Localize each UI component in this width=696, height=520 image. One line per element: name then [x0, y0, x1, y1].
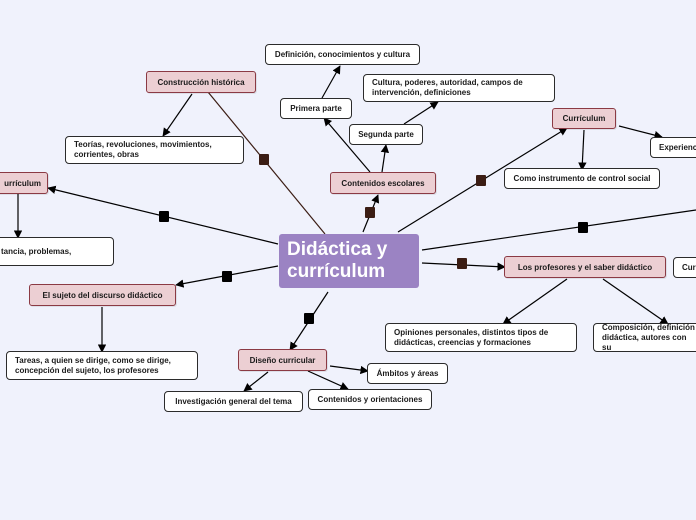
line-diseno-ambitos: [329, 365, 369, 375]
leaf-label: Opiniones personales, distintos tipos de…: [394, 327, 549, 347]
root-node[interactable]: Didáctica y currículum: [279, 234, 419, 288]
line-contenidos-primera: [323, 117, 371, 173]
leaf-primera-parte[interactable]: Primera parte: [280, 98, 352, 119]
line-root-far-right: [421, 209, 696, 251]
leaf-label: tancia, problemas,: [1, 247, 72, 256]
handle-contenidos: [365, 207, 375, 218]
leaf-label: Contenidos y orientaciones: [317, 395, 423, 404]
handle-curriculum-left: [159, 211, 169, 222]
leaf-label: Teorías, revoluciones, movimientos, corr…: [74, 140, 212, 159]
topic-sujeto-discurso[interactable]: El sujeto del discurso didáctico: [29, 284, 176, 306]
leaf-label: Como instrumento de control social: [513, 174, 651, 183]
leaf-definicion[interactable]: Definición, conocimientos y cultura: [265, 44, 420, 65]
leaf-label: Investigación general del tema: [175, 397, 292, 406]
line-curriculum-experiencia: [618, 125, 663, 140]
leaf-investigacion[interactable]: Investigación general del tema: [164, 391, 303, 412]
handle-far-right: [578, 222, 588, 233]
leaf-label: Composición, definición didáctica, autor…: [602, 323, 695, 352]
leaf-label: Segunda parte: [358, 130, 414, 139]
line-contenidos-segunda: [380, 144, 390, 173]
topic-profesores-saber[interactable]: Los profesores y el saber didáctico: [504, 256, 666, 278]
leaf-cultura-poderes[interactable]: Cultura, poderes, autoridad, campos de i…: [363, 74, 555, 102]
topic-label: Diseño curricular: [249, 355, 316, 365]
handle-diseno: [304, 313, 314, 324]
topic-label: Construcción histórica: [157, 77, 245, 87]
handle-construccion: [259, 154, 269, 165]
topic-curriculum-right[interactable]: Currículum: [552, 108, 616, 129]
leaf-segunda-parte[interactable]: Segunda parte: [349, 124, 423, 145]
leaf-label: Primera parte: [290, 104, 342, 113]
leaf-cur-edge[interactable]: Curr: [673, 257, 696, 278]
leaf-ambitos[interactable]: Ámbitos y áreas: [367, 363, 448, 384]
line-curriculum-control: [578, 129, 587, 171]
leaf-curriculum-left-child[interactable]: tancia, problemas,: [0, 237, 114, 266]
leaf-opiniones[interactable]: Opiniones personales, distintos tipos de…: [385, 323, 577, 352]
leaf-label: Curr: [682, 263, 696, 272]
handle-sujeto: [222, 271, 232, 282]
topic-label: Los profesores y el saber didáctico: [517, 262, 653, 272]
leaf-label: Experienc: [659, 143, 696, 152]
leaf-experiencia[interactable]: Experienc: [650, 137, 696, 158]
leaf-label: Definición, conocimientos y cultura: [274, 50, 411, 59]
topic-diseno-curricular[interactable]: Diseño curricular: [238, 349, 327, 371]
line-primera-definicion: [321, 65, 341, 99]
topic-label: Currículum: [562, 114, 606, 123]
line-construccion-teorias: [162, 93, 193, 137]
leaf-contenidos-orientaciones[interactable]: Contenidos y orientaciones: [308, 389, 432, 410]
line-profesores-opiniones: [502, 278, 568, 325]
leaf-label: Ámbitos y áreas: [376, 369, 439, 378]
line-diseno-investigacion: [243, 371, 269, 392]
topic-curriculum-left[interactable]: urrículum: [0, 172, 48, 194]
root-label: Didáctica y currículum: [287, 239, 388, 282]
leaf-tareas[interactable]: Tareas, a quien se dirige, como se dirig…: [6, 351, 198, 380]
leaf-label: Tareas, a quien se dirige, como se dirig…: [15, 355, 171, 375]
handle-profesores: [457, 258, 467, 269]
handle-curriculum-right: [476, 175, 486, 186]
topic-contenidos-escolares[interactable]: Contenidos escolares: [330, 172, 436, 194]
topic-label: urrículum: [4, 178, 41, 188]
leaf-composicion[interactable]: Composición, definición didáctica, autor…: [593, 323, 696, 352]
leaf-teorias[interactable]: Teorías, revoluciones, movimientos, corr…: [65, 136, 244, 164]
leaf-label: Cultura, poderes, autoridad, campos de i…: [372, 78, 523, 97]
leaf-control-social[interactable]: Como instrumento de control social: [504, 168, 660, 189]
line-segunda-cultura: [403, 101, 439, 125]
topic-label: El sujeto del discurso didáctico: [42, 290, 163, 300]
line-diseno-contenidos: [307, 370, 349, 390]
line-profesores-composicion: [602, 278, 669, 325]
topic-construccion-historica[interactable]: Construcción histórica: [146, 71, 256, 93]
topic-label: Contenidos escolares: [341, 178, 425, 188]
